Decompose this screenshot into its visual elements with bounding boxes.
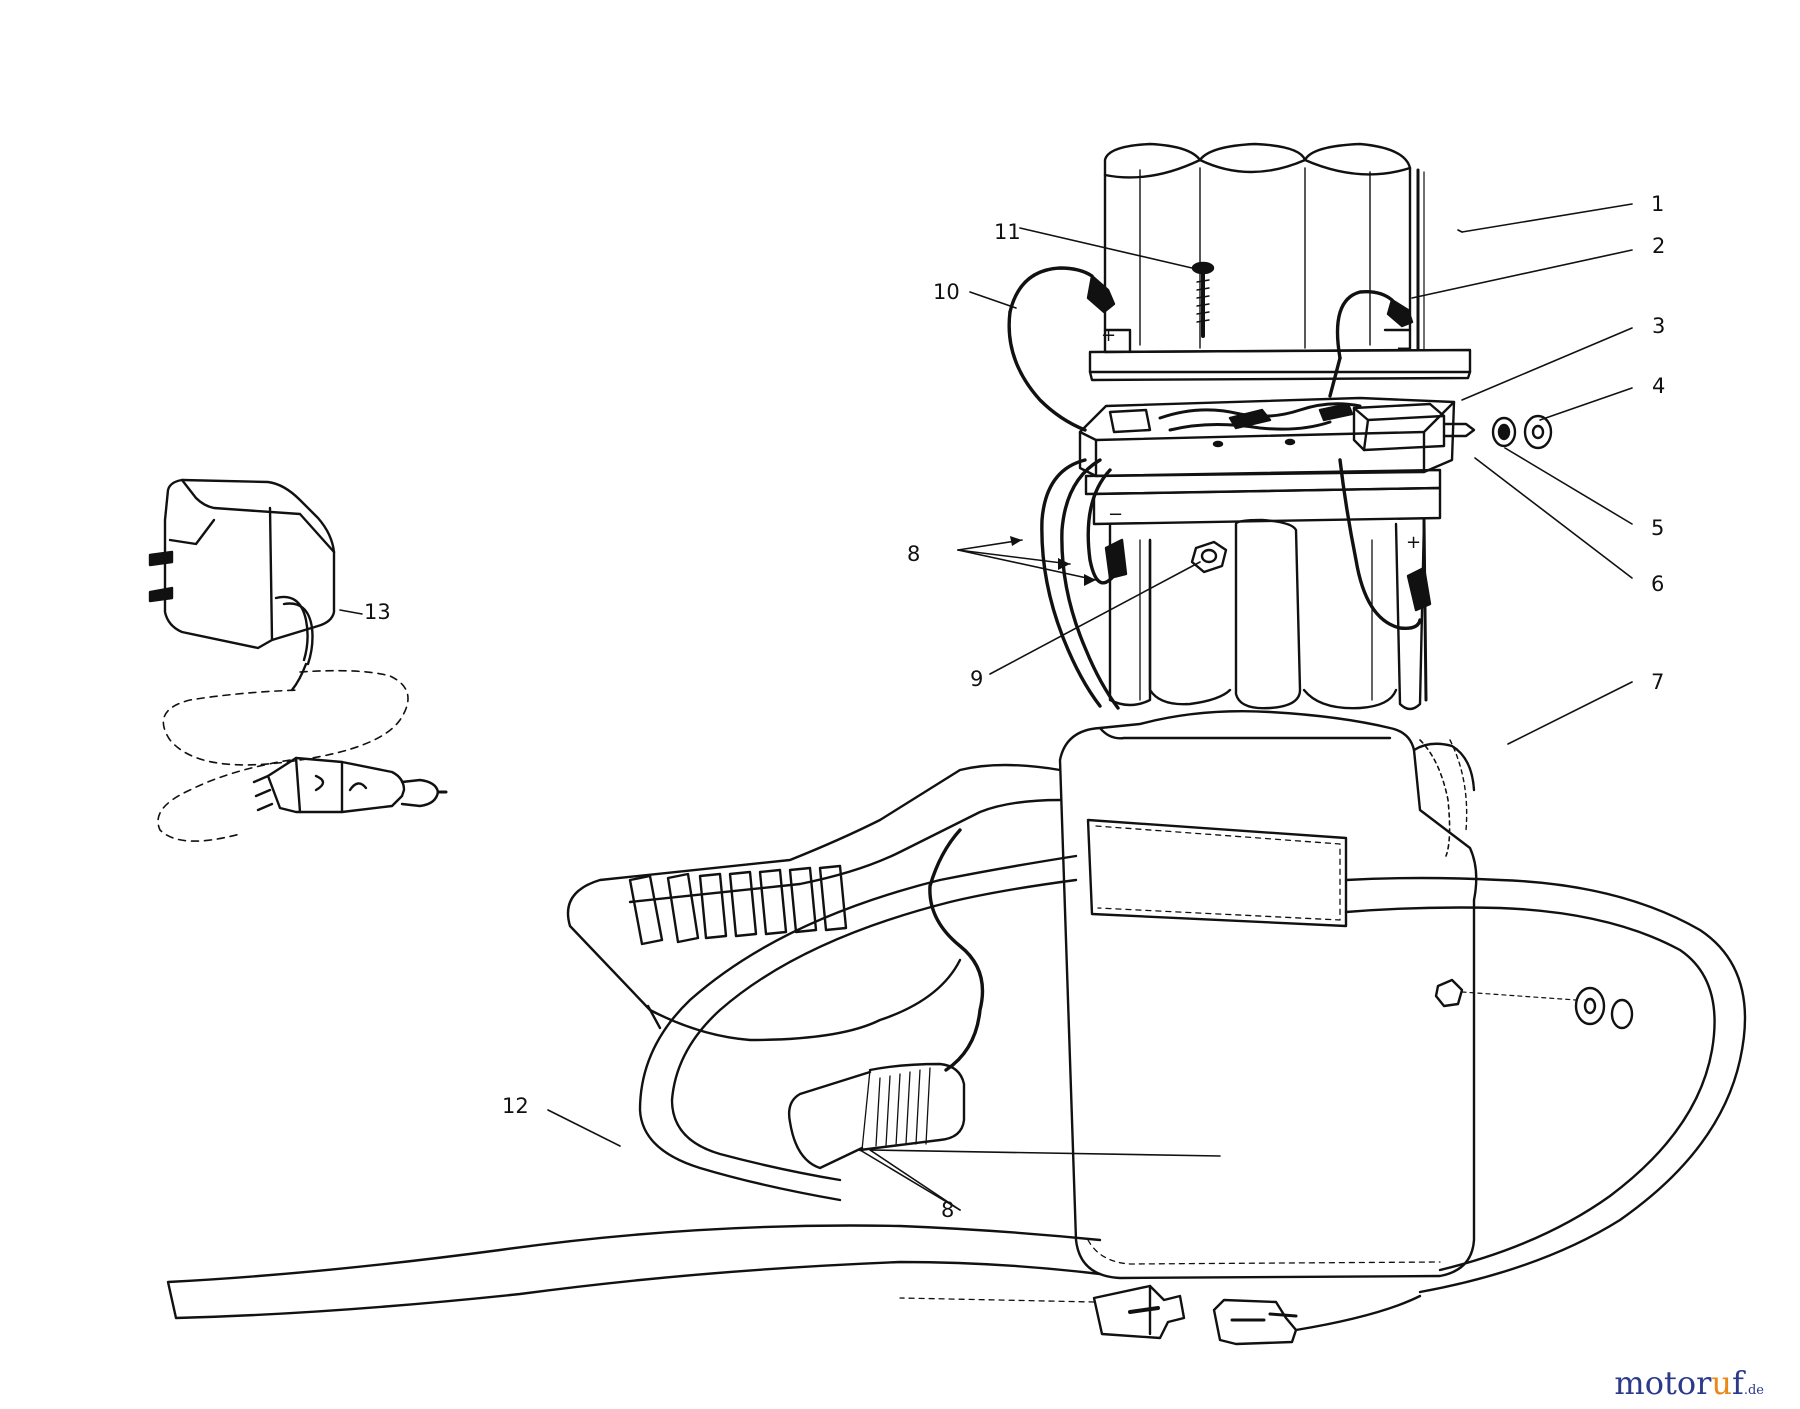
car-lighter-plug xyxy=(252,756,448,814)
upper-pack-plus-sign: + xyxy=(1101,325,1117,346)
callout-3: 3 xyxy=(1652,314,1666,338)
lead-wire-part-8 xyxy=(1040,458,1432,710)
callout-11: 11 xyxy=(994,220,1021,244)
callout-1: 1 xyxy=(1651,192,1665,216)
lighter-socket-part-8 xyxy=(787,828,985,1170)
nut-part-5 xyxy=(1491,416,1517,448)
watermark-brand-accent: u xyxy=(1711,1364,1732,1402)
wall-charger-adapter xyxy=(148,478,336,692)
callout-6: 6 xyxy=(1651,572,1665,596)
callout-9: 9 xyxy=(970,667,984,691)
callout-13: 13 xyxy=(364,600,391,624)
lead-wire-part-2 xyxy=(1328,289,1414,398)
lower-battery-pack xyxy=(1092,486,1442,711)
watermark-brand-end: f xyxy=(1732,1364,1744,1402)
waist-belt-part-12 xyxy=(166,854,1747,1346)
shoulder-strap xyxy=(566,763,1062,1042)
battery-pouch-part-7 xyxy=(1058,710,1478,1280)
upper-battery-pack xyxy=(1088,142,1472,382)
callout-10: 10 xyxy=(933,280,960,304)
callout-arrows xyxy=(1010,536,1096,586)
callout-2: 2 xyxy=(1652,234,1666,258)
pouch-fastener xyxy=(1434,978,1634,1030)
upper-pack-minus-sign: − xyxy=(1396,338,1412,359)
callout-8-socket: 8 xyxy=(941,1198,955,1222)
lower-pack-plus-sign: + xyxy=(1406,532,1422,553)
callout-7: 7 xyxy=(1651,670,1665,694)
lower-pack-minus-sign: − xyxy=(1108,504,1124,525)
nut-part-9 xyxy=(1190,540,1228,574)
washer-part-4 xyxy=(1523,414,1553,450)
watermark-tld: .de xyxy=(1743,1383,1764,1398)
charger-cord-coil xyxy=(157,669,409,842)
lead-wire-part-10 xyxy=(1007,266,1116,432)
callout-12: 12 xyxy=(502,1094,529,1118)
motoruf-watermark-logo: motoruf.de xyxy=(1614,1367,1764,1399)
callout-4: 4 xyxy=(1652,374,1666,398)
battery-tray-housing xyxy=(1078,396,1476,496)
callout-5: 5 xyxy=(1651,516,1665,540)
screw-part-11 xyxy=(1191,261,1215,338)
callout-8-leads: 8 xyxy=(907,542,921,566)
callout-leader-lines xyxy=(339,203,1633,1211)
watermark-brand-start: motor xyxy=(1614,1364,1712,1402)
